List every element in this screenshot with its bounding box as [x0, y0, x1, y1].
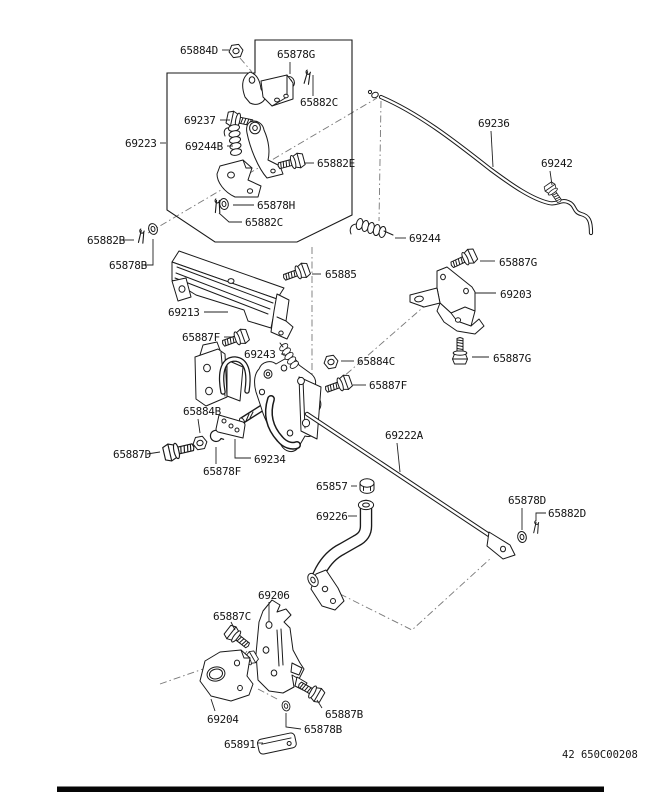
part-label-69242: 69242	[541, 157, 573, 170]
part-label-69243: 69243	[244, 348, 276, 361]
part-label-65887g-2: 65887G	[493, 352, 531, 365]
figure-code: 42 650C00208	[562, 749, 638, 761]
part-label-69203: 69203	[500, 288, 532, 301]
part-group-box-69223	[166, 39, 353, 243]
part-65887c-bolt	[222, 623, 254, 653]
part-label-65887f-2: 65887F	[369, 379, 407, 392]
part-label-65885: 65885	[325, 268, 357, 281]
part-label-65857: 65857	[316, 480, 348, 493]
part-69226-lever	[307, 499, 375, 611]
part-label-65882b: 65882B	[87, 234, 126, 247]
part-label-65882e: 65882E	[317, 157, 355, 170]
part-69244b-spring	[223, 123, 246, 157]
part-69243-spring	[275, 341, 303, 371]
part-65857-cap	[359, 478, 375, 494]
part-69206-bracket	[255, 599, 308, 694]
part-69223-hinge-bracket	[242, 71, 294, 107]
part-label-69244: 69244	[409, 232, 441, 245]
part-label-65884b: 65884B	[183, 405, 222, 418]
part-65882d-pin	[533, 520, 540, 534]
part-label-69213: 69213	[168, 306, 200, 319]
part-label-65887d: 65887D	[113, 448, 151, 461]
part-65884b-nut	[191, 435, 209, 451]
part-label-65887c: 65887C	[213, 610, 251, 623]
part-label-65884c: 65884C	[357, 355, 395, 368]
page-bottom-edge	[57, 786, 604, 792]
part-65884d-nut	[227, 43, 245, 59]
part-69234-plate	[215, 414, 246, 439]
part-label-65884d: 65884D	[180, 44, 218, 57]
part-69223-plate	[216, 159, 262, 198]
part-69236-rod	[367, 89, 594, 236]
part-65891-damper	[256, 732, 297, 755]
part-label-65882d: 65882D	[548, 507, 586, 520]
part-label-65878b-2: 65878B	[304, 723, 343, 736]
part-label-69237: 69237	[184, 114, 216, 127]
part-label-65882c-1: 65882C	[300, 96, 338, 109]
part-65882c-pin-bottom	[213, 198, 222, 214]
part-label-65878f: 65878F	[203, 465, 241, 478]
part-65882c-pin-top	[303, 69, 312, 85]
part-label-65878d: 65878D	[508, 494, 546, 507]
part-69203-bracket	[409, 266, 485, 335]
part-label-65878h: 65878H	[257, 199, 295, 212]
part-65878b-washer-top	[146, 221, 160, 237]
part-65887f-bolt-2	[322, 373, 354, 398]
part-65887d-bolt	[161, 437, 197, 463]
part-label-69234: 69234	[254, 453, 286, 466]
part-69244-spring	[349, 217, 394, 239]
part-65885-bolt	[280, 261, 312, 286]
part-label-69244b: 69244B	[185, 140, 224, 153]
part-69204-bracket	[199, 649, 260, 702]
part-label-65878g: 65878G	[277, 48, 315, 61]
part-labels: 65884D 65878G 65882C 69237 69223 69244B …	[87, 44, 586, 751]
part-65878d-washer	[516, 530, 528, 544]
part-label-69226: 69226	[316, 510, 348, 523]
part-label-69204: 69204	[207, 713, 239, 726]
part-65882b-pin	[137, 228, 145, 244]
part-label-69222a: 69222A	[385, 429, 424, 442]
part-65878b-washer-bottom	[280, 699, 292, 713]
part-label-69236: 69236	[478, 117, 510, 130]
label-leader-lines	[121, 49, 553, 744]
part-69222a-rod	[304, 411, 516, 560]
part-label-65887g-1: 65887G	[499, 256, 537, 269]
part-label-65887b: 65887B	[325, 708, 364, 721]
part-label-69206: 69206	[258, 589, 290, 602]
part-65878h-washer	[218, 197, 230, 211]
part-65887g-bolt-top	[447, 246, 480, 273]
part-69213-bracket	[171, 250, 294, 340]
part-65884c-nut	[322, 354, 340, 370]
part-label-69223: 69223	[125, 137, 157, 150]
part-label-65882c-2: 65882C	[245, 216, 283, 229]
part-label-65878b-1: 65878B	[109, 259, 148, 272]
part-65887g-bolt-bottom	[452, 337, 468, 365]
part-label-65891: 65891	[224, 738, 256, 751]
part-label-65887f-1: 65887F	[182, 331, 220, 344]
part-69223-lever	[246, 120, 284, 179]
